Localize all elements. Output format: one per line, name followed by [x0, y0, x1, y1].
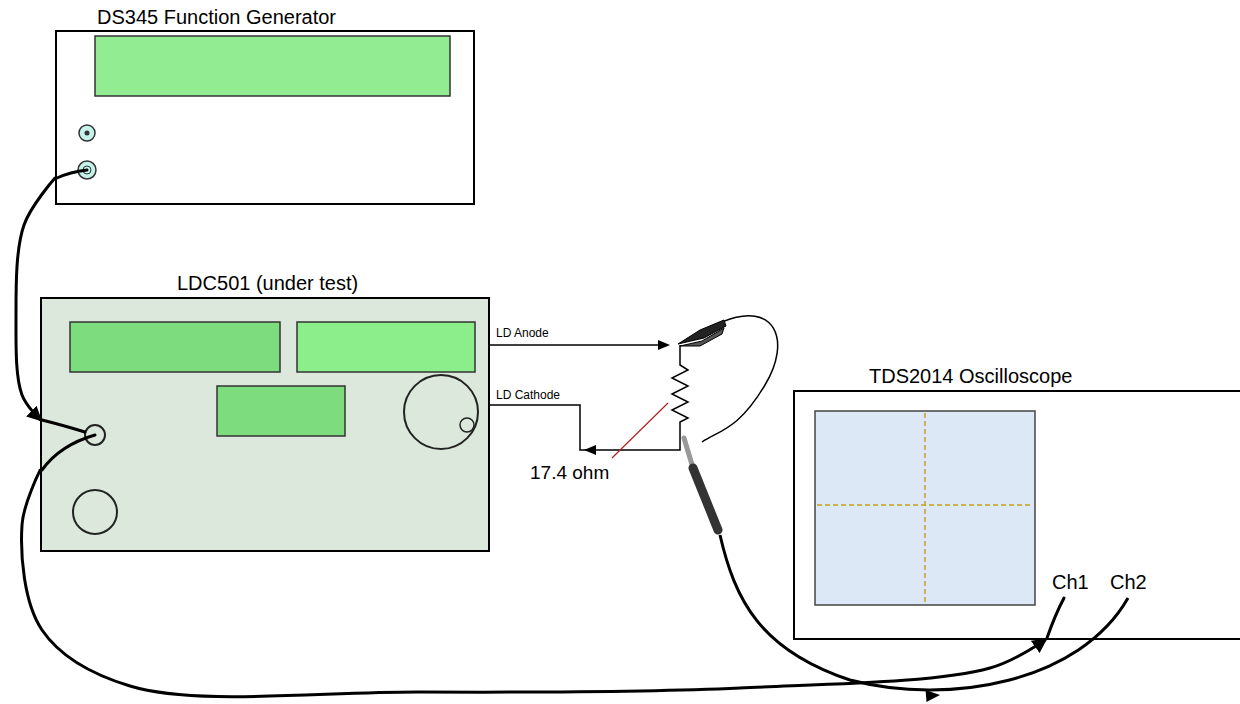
jack-cable-stub	[1047, 598, 1064, 638]
ld-wire	[490, 405, 680, 450]
function-generator-panel	[85, 131, 90, 136]
jack-cable-stub	[42, 435, 95, 470]
wire-arrowhead	[584, 445, 596, 455]
leader-line	[612, 403, 668, 458]
ld-wire	[490, 344, 668, 346]
scope-probe	[684, 438, 693, 468]
jack-cable-stub	[42, 420, 85, 432]
laser-diode-controller-panel	[40, 297, 490, 552]
laser-diode-controller-panel	[40, 297, 490, 552]
oscilloscope-panel	[817, 504, 1033, 506]
signal-name: LD Cathode	[496, 388, 560, 402]
jack-cable-stub	[57, 170, 87, 178]
function-generator-panel	[95, 36, 450, 96]
alligator-clip	[680, 328, 724, 346]
cable-connector	[22, 470, 1045, 696]
function-generator-panel	[55, 30, 475, 205]
function-generator-panel	[79, 125, 95, 141]
wire-arrowhead	[658, 340, 670, 350]
instrument-title: DS345 Function Generator	[97, 5, 336, 29]
instrument-box: LDC501 (under test)	[40, 297, 490, 552]
instrument-box: TDS2014 OscilloscopeCh1Ch2	[793, 390, 1240, 640]
oscilloscope-panel	[815, 411, 1035, 605]
scope-probe	[693, 468, 718, 530]
scope-probe	[684, 438, 1128, 702]
laser-diode-controller-panel	[70, 322, 280, 372]
signal-name: LD Anode	[496, 326, 549, 340]
channel-name: Ch2	[1110, 570, 1147, 594]
instrument-box: DS345 Function Generator	[55, 30, 475, 205]
laser-diode-controller-panel	[217, 386, 345, 436]
instrument-title: TDS2014 Oscilloscope	[869, 364, 1072, 388]
scope-probe	[720, 535, 1128, 690]
resistor-value: 17.4 ohm	[530, 462, 609, 485]
scope-probe	[926, 689, 941, 702]
oscilloscope-panel	[793, 390, 1240, 640]
alligator-clip	[678, 316, 778, 442]
laser-diode-controller-panel	[297, 322, 475, 372]
channel-name: Ch1	[1052, 570, 1089, 594]
instrument-title: LDC501 (under test)	[177, 271, 358, 295]
function-generator-panel	[55, 30, 475, 205]
jack-cable-stub	[42, 170, 1064, 638]
oscilloscope-panel	[793, 390, 1240, 640]
laser-diode-controller-panel	[404, 375, 478, 449]
oscilloscope-panel	[924, 413, 926, 603]
laser-diode-controller-panel	[460, 418, 474, 432]
laser-diode-controller-panel	[73, 490, 117, 534]
ld-wire	[490, 345, 680, 450]
resistor-symbol	[672, 345, 688, 430]
